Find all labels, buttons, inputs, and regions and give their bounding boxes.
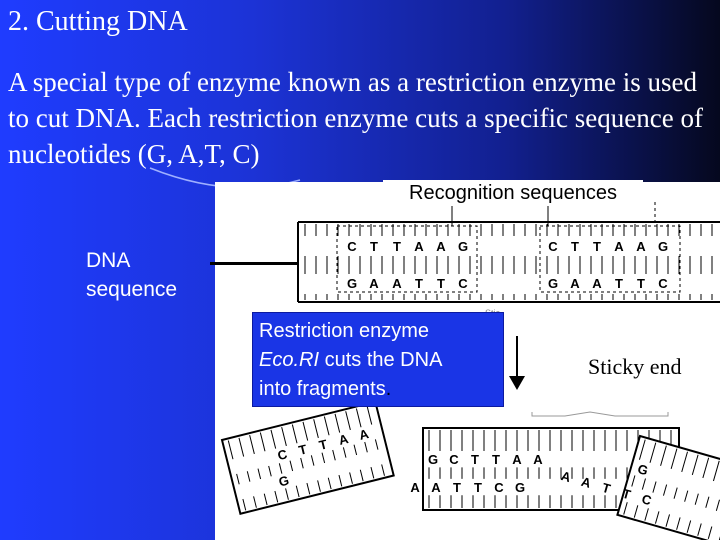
bottom-base: C [658, 276, 668, 291]
slide-paragraph: A special type of enzyme known as a rest… [8, 67, 703, 169]
dna-label-line2: sequence [86, 278, 178, 301]
dna-label-line1: DNA [86, 249, 131, 272]
bottom-band [235, 447, 389, 500]
fragment-top-base: A [533, 452, 543, 467]
bottom-base: A [392, 276, 402, 291]
top-base: C [548, 239, 558, 254]
bottom-base: A [592, 276, 602, 291]
recognition-label: Recognition sequences [383, 180, 643, 206]
top-base: T [370, 239, 378, 254]
bottom-base: G [548, 276, 558, 291]
top-base: T [593, 239, 601, 254]
top-base: G [458, 239, 468, 254]
top-base: A [436, 239, 446, 254]
fragment-bottom-base: A [410, 480, 420, 495]
top-base: A [614, 239, 624, 254]
fragment-top-base: G [428, 452, 438, 467]
top-band [229, 422, 383, 475]
enzyme-line1: Restriction enzyme [259, 320, 430, 342]
fragment-bottom-base: C [494, 480, 504, 495]
fragment-bottom-base: T [474, 480, 482, 495]
fragment-top-base: A [337, 431, 350, 448]
fragment-bottom-base: G [515, 480, 525, 495]
top-band [425, 450, 677, 468]
top-base: G [658, 239, 668, 254]
fragment-top-base: T [297, 441, 308, 457]
slide-title: 2. Cutting DNA [8, 6, 188, 37]
bottom-band [425, 478, 677, 496]
enzyme-name: Eco.RI [259, 349, 320, 371]
fragment-bottom-base: A [431, 480, 441, 495]
bottom-base: A [570, 276, 580, 291]
top-base: T [571, 239, 579, 254]
sticky-end-label: Sticky end [588, 354, 682, 379]
bottom-base: T [437, 276, 445, 291]
top-band [631, 458, 720, 507]
fragment-bottom-base: T [600, 480, 612, 497]
fragment-top-base: T [492, 452, 500, 467]
top-band [300, 236, 720, 256]
enzyme-line2-rest: cuts the DNA [319, 349, 443, 371]
bottom-base: T [637, 276, 645, 291]
top-base: T [393, 239, 401, 254]
top-base: A [636, 239, 646, 254]
fragment-top-base: A [358, 426, 371, 443]
dna-sequence-label: DNA sequence [86, 246, 177, 304]
enzyme-line3-text: into fragments [259, 378, 386, 400]
fragment-top-base: C [449, 452, 459, 467]
bottom-band [623, 485, 720, 534]
fragment-top-base: C [276, 446, 289, 463]
enzyme-line3: into fragments. [259, 375, 497, 404]
enzyme-callout: Restriction enzyme Eco.RI cuts the DNA i… [252, 312, 504, 407]
dna-pointer-line [210, 262, 298, 265]
bottom-base: A [369, 276, 379, 291]
enzyme-line2: Eco.RI cuts the DNA [259, 346, 497, 375]
fragment-top-base: T [471, 452, 479, 467]
top-base: C [347, 239, 357, 254]
bottom-base: T [415, 276, 423, 291]
fragment-top-base: A [512, 452, 522, 467]
top-base: A [414, 239, 424, 254]
fragment-bottom-base: T [453, 480, 461, 495]
fragment-top-base: G [636, 461, 650, 478]
enzyme-period: . [385, 378, 392, 400]
bottom-base: C [458, 276, 468, 291]
bottom-band [300, 274, 720, 294]
fragment-bottom-base: G [277, 473, 290, 490]
bottom-base: G [347, 276, 357, 291]
fragment-bottom-base: T [621, 486, 633, 503]
fragment-top-base: T [317, 436, 328, 452]
bottom-base: T [615, 276, 623, 291]
